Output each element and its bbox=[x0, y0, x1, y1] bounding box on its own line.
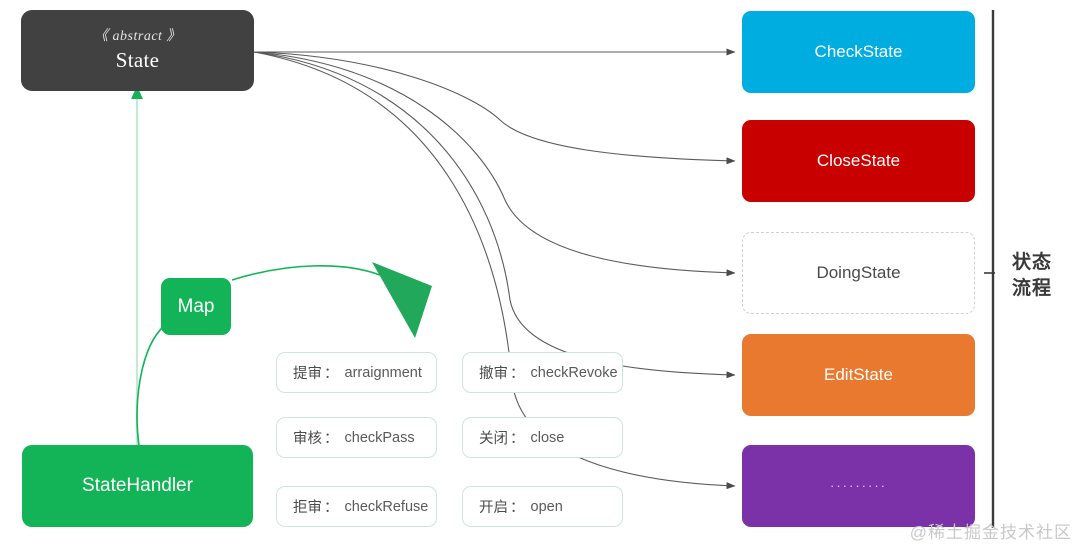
section-label-line2: 流程 bbox=[1012, 277, 1053, 299]
otherstate-label: ········· bbox=[830, 477, 887, 493]
mapping-cn-0: 提审 bbox=[293, 366, 322, 382]
section-label: 状态 流程 bbox=[1012, 250, 1074, 301]
mapping-cn-5: 开启 bbox=[479, 500, 508, 516]
mapping-cn-3: 关闭 bbox=[479, 431, 508, 447]
mapping-en-3: close bbox=[530, 429, 565, 446]
mapping-cn-2: 审核 bbox=[293, 431, 322, 447]
mapping-chip-checkrefuse[interactable]: 拒审 ： checkRefuse bbox=[276, 486, 437, 527]
class-node-checkstate[interactable]: CheckState bbox=[742, 11, 975, 93]
class-node-editstate[interactable]: EditState bbox=[742, 334, 975, 416]
edge-state-to-doingstate bbox=[253, 51, 736, 277]
mapping-colon-4: ： bbox=[324, 500, 339, 516]
mapping-colon-2: ： bbox=[324, 431, 339, 447]
mapping-cn-4: 拒审 bbox=[293, 500, 322, 516]
class-node-doingstate[interactable]: DoingState bbox=[742, 232, 975, 314]
mapping-chip-checkrevoke[interactable]: 撤审 ： checkRevoke bbox=[462, 352, 623, 393]
map-arrowhead-icon bbox=[372, 262, 432, 338]
checkstate-label: CheckState bbox=[814, 42, 903, 62]
watermark: @稀土掘金技术社区 bbox=[909, 523, 1072, 542]
mapping-en-5: open bbox=[530, 498, 563, 515]
mapping-cn-1: 撤审 bbox=[479, 366, 508, 382]
state-stereotype: 《 abstract 》 bbox=[94, 29, 181, 45]
statehandler-label: StateHandler bbox=[82, 475, 193, 497]
class-node-statehandler[interactable]: StateHandler bbox=[22, 445, 253, 527]
mapping-en-4: checkRefuse bbox=[344, 498, 429, 515]
closestate-label: CloseState bbox=[816, 151, 901, 171]
mapping-chip-open[interactable]: 开启 ： open bbox=[462, 486, 623, 527]
mapping-en-1: checkRevoke bbox=[530, 364, 618, 381]
map-label: Map bbox=[177, 295, 215, 317]
state-class-name: State bbox=[115, 47, 160, 72]
mapping-colon-0: ： bbox=[324, 366, 339, 382]
mapping-chip-arraignment[interactable]: 提审 ： arraignment bbox=[276, 352, 437, 393]
mapping-en-2: checkPass bbox=[344, 429, 415, 446]
node-map[interactable]: Map bbox=[161, 278, 231, 335]
mapping-chip-close[interactable]: 关闭 ： close bbox=[462, 417, 623, 458]
mapping-colon-1: ： bbox=[510, 366, 525, 382]
mapping-colon-5: ： bbox=[510, 500, 525, 516]
mapping-chip-checkpass[interactable]: 审核 ： checkPass bbox=[276, 417, 437, 458]
mapping-en-0: arraignment bbox=[344, 364, 422, 381]
edge-map-to-mappings bbox=[231, 264, 381, 281]
edge-statehandler-to-map bbox=[136, 324, 166, 447]
editstate-label: EditState bbox=[824, 365, 893, 385]
edge-state-to-closestate bbox=[253, 51, 736, 165]
class-node-otherstate[interactable]: ········· bbox=[742, 445, 975, 527]
class-node-closestate[interactable]: CloseState bbox=[742, 120, 975, 202]
doingstate-label: DoingState bbox=[816, 263, 901, 283]
edge-state-to-editstate bbox=[253, 51, 736, 379]
class-node-state[interactable]: 《 abstract 》 State bbox=[21, 10, 254, 91]
mapping-colon-3: ： bbox=[510, 431, 525, 447]
section-label-line1: 状态 bbox=[1012, 252, 1053, 273]
